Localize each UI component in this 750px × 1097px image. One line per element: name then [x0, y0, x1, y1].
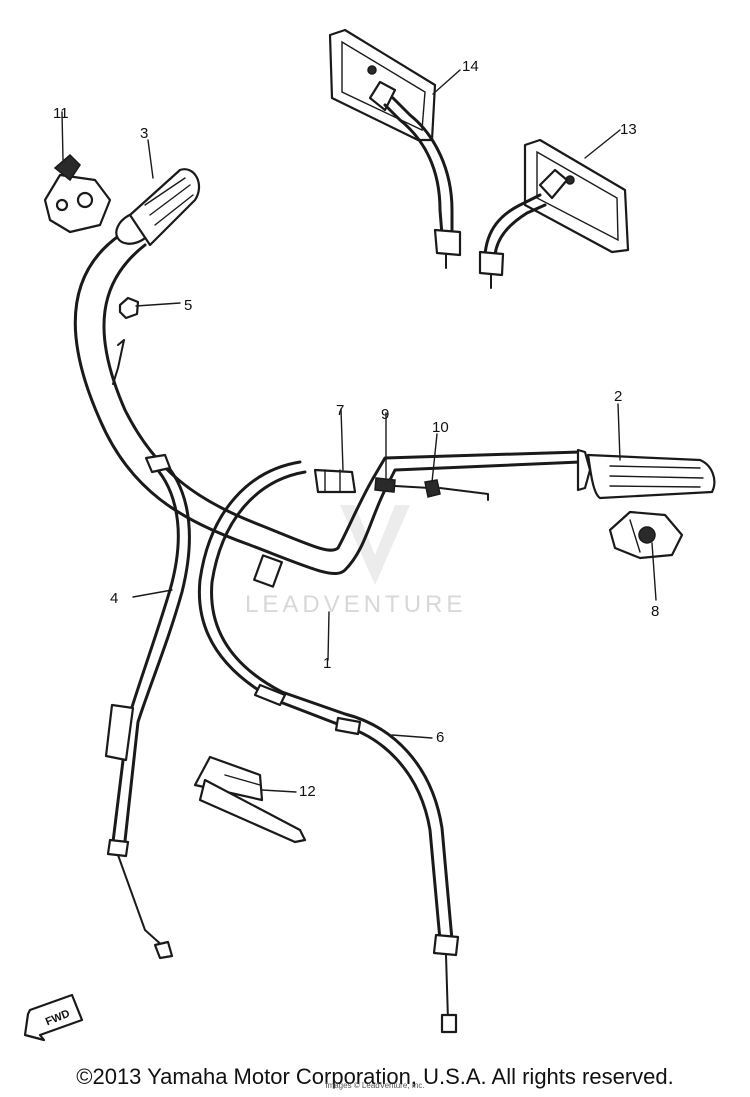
leader-lines [61, 69, 657, 793]
callout-8: 8 [651, 603, 659, 620]
clutch-cable [104, 453, 191, 960]
callout-2: 2 [614, 388, 622, 405]
callout-3: 3 [140, 125, 148, 142]
callouts: 1 2 3 4 5 6 7 8 9 10 11 12 13 14 [53, 58, 659, 800]
adjuster-nut [424, 479, 489, 501]
right-switch [608, 510, 684, 560]
callout-11: 11 [53, 105, 69, 122]
throttle-cable [197, 460, 460, 1034]
callout-1: 1 [323, 655, 331, 672]
watermark-logo [340, 505, 410, 585]
watermark: LEADVENTURE [245, 505, 466, 618]
callout-12: 12 [299, 783, 316, 800]
watermark-text: LEADVENTURE [245, 591, 466, 618]
fwd-arrow-icon: FWD [23, 993, 84, 1042]
left-switch [43, 153, 112, 234]
cable-clip [112, 339, 125, 385]
mirror-right [478, 138, 630, 289]
lever-holder [193, 755, 307, 844]
holder-nut [118, 296, 140, 320]
callout-9: 9 [381, 406, 389, 423]
image-credit: Images © LeadVenture, Inc. [325, 1081, 425, 1090]
callout-10: 10 [432, 419, 449, 436]
right-grip [576, 448, 716, 500]
cable-adjuster [374, 477, 431, 493]
left-grip [115, 168, 201, 247]
callout-14: 14 [462, 58, 479, 75]
callout-6: 6 [436, 729, 444, 746]
throttle-housing [313, 468, 357, 494]
callout-7: 7 [336, 402, 344, 419]
handlebar [73, 233, 582, 588]
callout-13: 13 [620, 121, 637, 138]
callout-4: 4 [110, 590, 118, 607]
mirror-left [328, 28, 462, 269]
copyright-notice: ©2013 Yamaha Motor Corporation, U.S.A. A… [76, 1064, 674, 1089]
callout-5: 5 [184, 297, 192, 314]
